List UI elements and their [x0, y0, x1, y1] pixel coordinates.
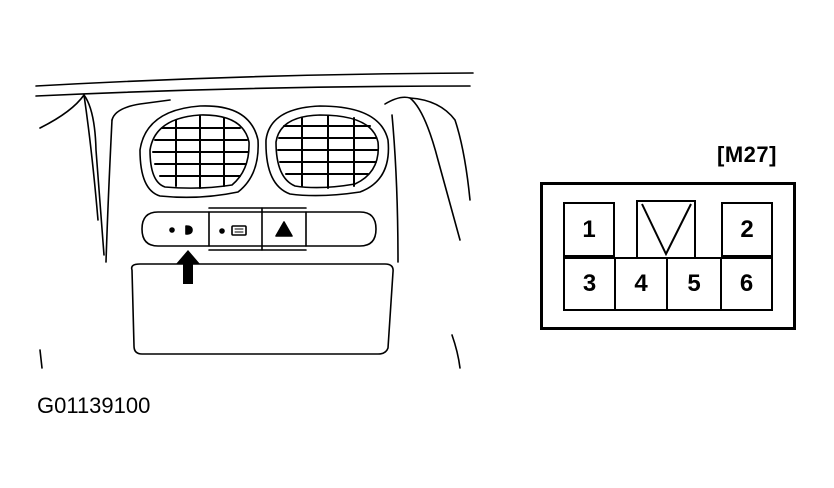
fog-lamp-icon — [185, 225, 193, 235]
center-bezel-left — [111, 99, 171, 121]
pin-5: 5 — [666, 257, 722, 311]
key-notch — [636, 200, 696, 259]
lower-panel — [130, 263, 394, 355]
right-vent-slats — [277, 115, 379, 189]
rear-defrost-icon — [231, 225, 247, 236]
pin-2: 2 — [721, 202, 773, 257]
hazard-switch-icon — [275, 221, 293, 237]
arrow-icon — [176, 250, 200, 284]
dash-right-contour-2 — [409, 97, 471, 201]
pin-3: 3 — [563, 257, 616, 311]
dash-top-line-2 — [35, 85, 471, 97]
rear-defrost-dot — [219, 228, 225, 234]
left-vent-outline — [139, 105, 259, 199]
pin-6: 6 — [720, 257, 773, 311]
switch-panel — [141, 211, 377, 247]
dash-right-lower — [451, 334, 461, 369]
right-vent-inner — [275, 114, 380, 189]
fog-switch-dot — [169, 227, 175, 233]
dash-left-lower — [39, 349, 43, 369]
right-vent-outline — [265, 105, 390, 197]
pin-4: 4 — [614, 257, 668, 311]
center-bezel-left-edge — [105, 119, 113, 263]
dash-top-line — [35, 72, 474, 87]
connector-label: [M27] — [717, 142, 777, 167]
left-vent-slats — [152, 115, 249, 189]
connector-body — [540, 182, 796, 330]
switch-bracket — [208, 207, 307, 251]
dash-left-contour-2 — [83, 94, 99, 221]
figure-id: G01139100 — [37, 393, 151, 418]
center-bezel-right-edge — [391, 114, 399, 263]
pin-1: 1 — [563, 202, 615, 257]
